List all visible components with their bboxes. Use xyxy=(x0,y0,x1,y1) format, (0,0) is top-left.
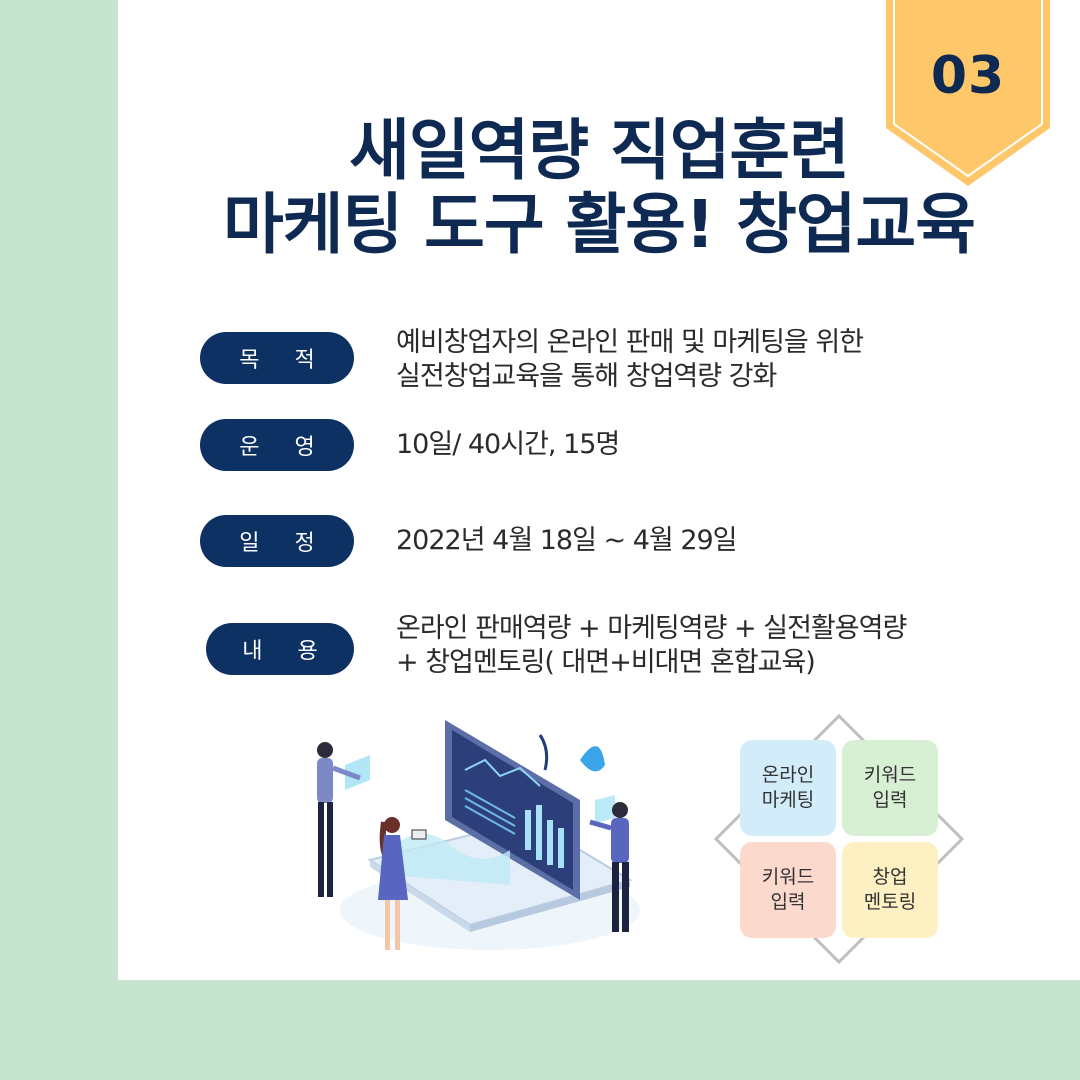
label-pill-operation: 운 영 xyxy=(200,419,354,471)
content-line1: 온라인 판매역량 + 마케팅역량 + 실전활용역량 xyxy=(396,613,907,644)
operation-line1: 10일/ 40시간, 15명 xyxy=(396,429,620,460)
schedule-line1: 2022년 4월 18일 ~ 4월 29일 xyxy=(396,525,738,556)
tile-keyword-input-2-line1: 키워드 xyxy=(761,866,815,888)
label-pill-content: 내 용 xyxy=(206,623,354,675)
badge-number: 03 xyxy=(930,46,1006,106)
tile-startup-mentoring: 창업 멘토링 xyxy=(842,842,938,938)
label-pill-purpose: 목 적 xyxy=(200,332,354,384)
program-components-diagram: 온라인 마케팅 키워드 입력 키워드 입력 창업 멘토링 xyxy=(712,712,966,966)
tile-startup-mentoring-line1: 창업 xyxy=(872,866,908,888)
label-pill-schedule: 일 정 xyxy=(200,515,354,567)
purpose-line1: 예비창업자의 온라인 판매 및 마케팅을 위한 xyxy=(396,327,864,358)
badge-ribbon-shape xyxy=(886,0,1050,186)
section-number-badge: 03 xyxy=(886,0,1050,186)
marketing-analytics-illustration xyxy=(317,720,640,950)
page-title-line2: 마케팅 도구 활용! 창업교육 xyxy=(223,186,976,263)
tile-keyword-input-2-line2: 입력 xyxy=(770,891,806,913)
tile-keyword-input-1: 키워드 입력 xyxy=(842,740,938,836)
tile-online-marketing: 온라인 마케팅 xyxy=(740,740,836,836)
tile-startup-mentoring-line2: 멘토링 xyxy=(863,891,917,913)
tile-online-marketing-line1: 온라인 xyxy=(761,764,815,786)
tile-keyword-input-2: 키워드 입력 xyxy=(740,842,836,938)
content-text: 온라인 판매역량 + 마케팅역량 + 실전활용역량 + 창업멘토링( 대면+비대… xyxy=(396,612,907,680)
tile-keyword-input-1-line2: 입력 xyxy=(872,789,908,811)
purpose-line2: 실전창업교육을 통해 창업역량 강화 xyxy=(396,361,777,392)
tile-online-marketing-line2: 마케팅 xyxy=(761,789,815,811)
page-title-line1: 새일역량 직업훈련 xyxy=(349,112,850,189)
schedule-text: 2022년 4월 18일 ~ 4월 29일 xyxy=(396,524,738,558)
content-line2: + 창업멘토링( 대면+비대면 혼합교육) xyxy=(396,647,816,678)
purpose-text: 예비창업자의 온라인 판매 및 마케팅을 위한 실전창업교육을 통해 창업역량 … xyxy=(396,326,864,394)
tile-keyword-input-1-line1: 키워드 xyxy=(863,764,917,786)
operation-text: 10일/ 40시간, 15명 xyxy=(396,428,620,462)
